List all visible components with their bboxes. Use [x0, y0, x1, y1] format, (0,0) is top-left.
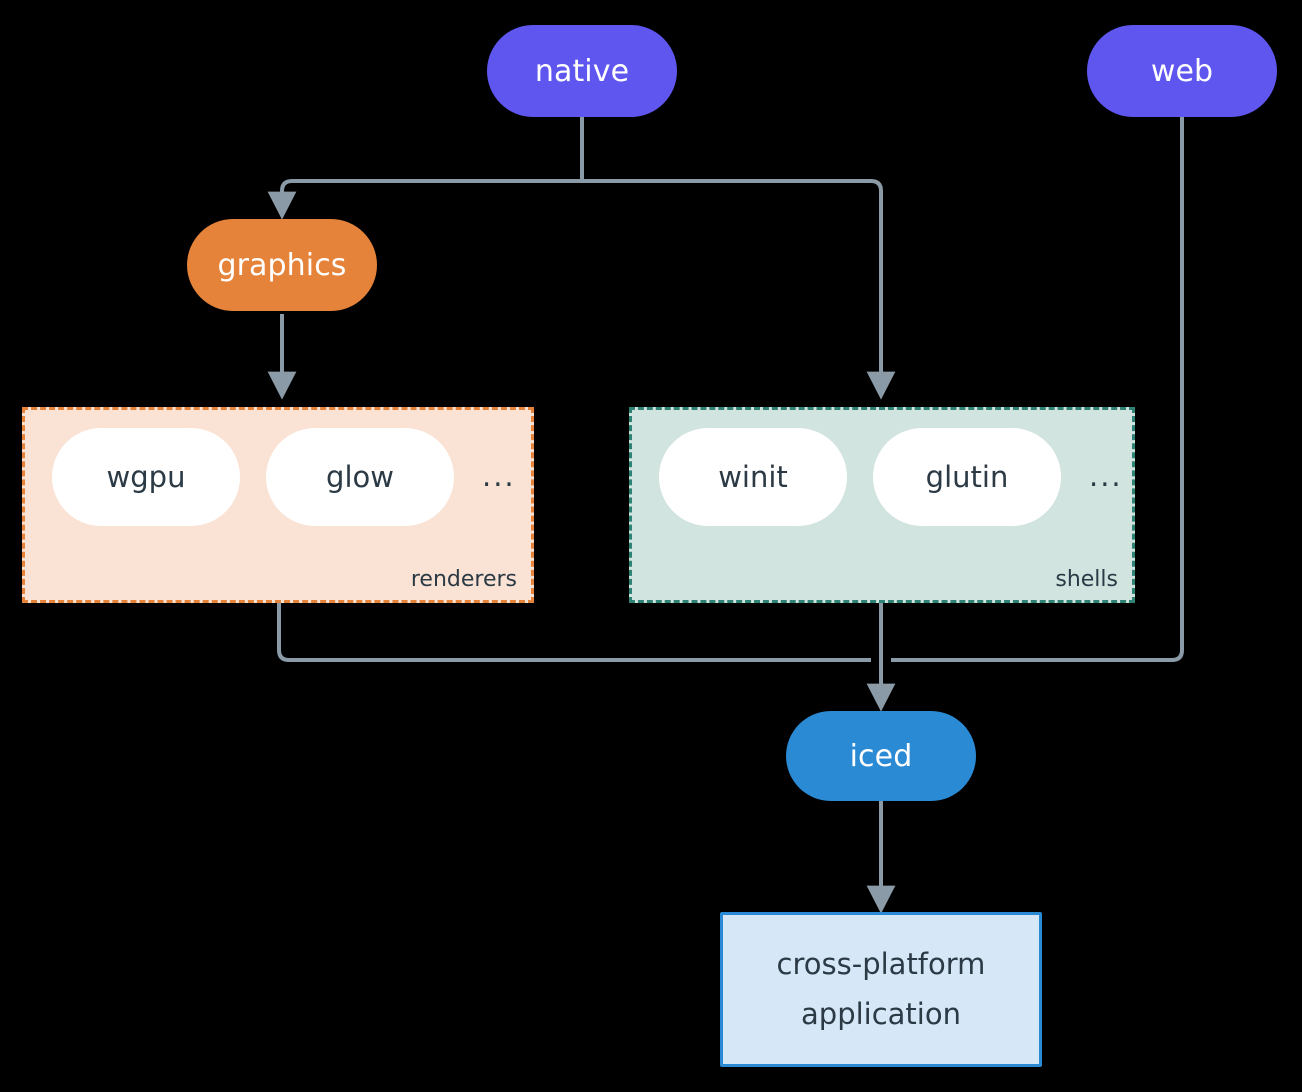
chip-glow[interactable]: glow [266, 428, 454, 526]
node-graphics[interactable]: graphics [187, 219, 377, 311]
group-shells-label: shells [1055, 567, 1118, 592]
chip-glutin[interactable]: glutin [873, 428, 1061, 526]
chip-glutin-label: glutin [925, 460, 1009, 494]
node-web-label: web [1150, 53, 1214, 89]
node-iced-label: iced [849, 738, 913, 774]
chip-winit-label: winit [718, 460, 788, 494]
chip-winit[interactable]: winit [659, 428, 847, 526]
renderers-ellipsis: ... [482, 459, 516, 494]
edge-native-to-graphics [267, 179, 582, 220]
group-renderers-label: renderers [410, 567, 517, 592]
node-application-label-line2: application [801, 996, 961, 1031]
node-application[interactable]: cross-platform application [720, 912, 1042, 1067]
node-web[interactable]: web [1087, 25, 1277, 117]
edge-renderers-to-iced [277, 602, 871, 662]
chip-wgpu-label: wgpu [106, 460, 186, 494]
node-application-label-line1: cross-platform [776, 946, 986, 981]
group-renderers: wgpu glow ... renderers [22, 407, 534, 603]
shells-chip-row: winit glutin ... [632, 428, 1132, 526]
edge-native-to-shells [582, 179, 896, 400]
chip-glow-label: glow [326, 460, 394, 494]
group-shells: winit glutin ... shells [629, 407, 1135, 603]
shells-ellipsis: ... [1089, 459, 1123, 494]
node-native-label: native [534, 53, 630, 89]
chip-wgpu[interactable]: wgpu [52, 428, 240, 526]
node-graphics-label: graphics [217, 247, 347, 283]
node-native[interactable]: native [487, 25, 677, 117]
node-iced[interactable]: iced [786, 711, 976, 801]
renderers-chip-row: wgpu glow ... [25, 428, 531, 526]
